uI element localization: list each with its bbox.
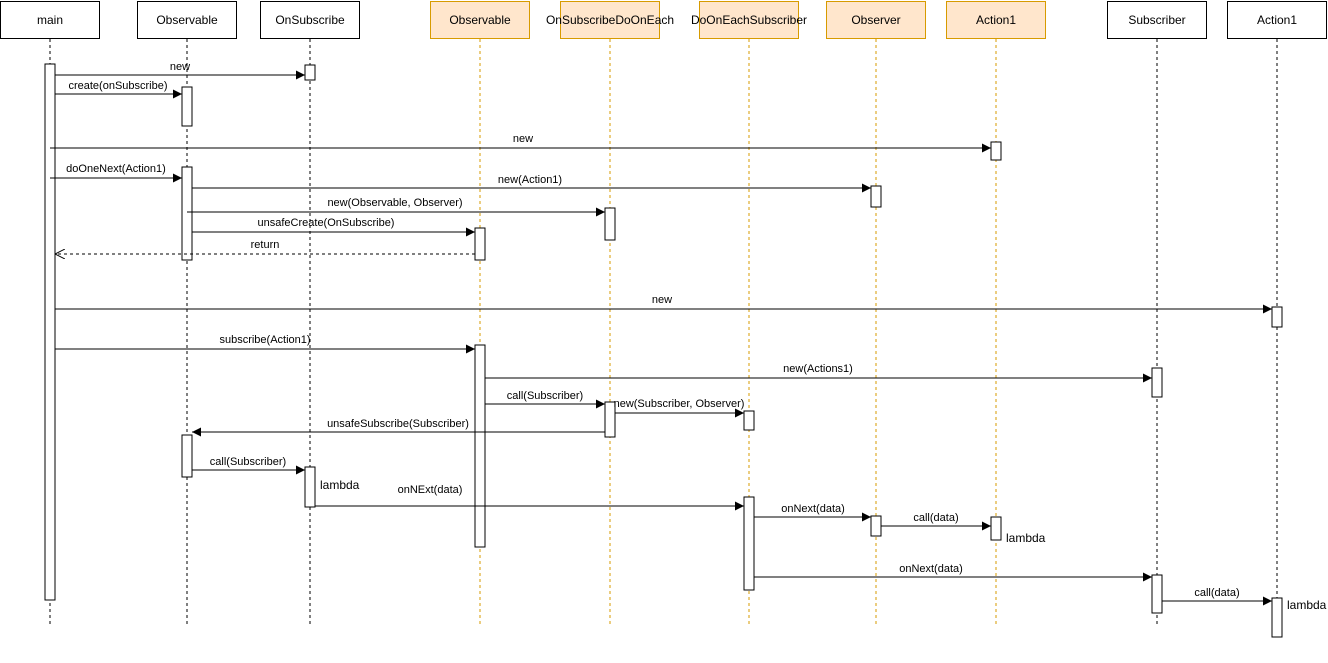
- participant-dooneachsubscriber: DoOnEachSubscriber: [691, 1, 807, 39]
- note-n1: lambda: [320, 478, 360, 492]
- activation-observable2: [474, 227, 486, 261]
- participant-label: Observer: [851, 13, 901, 27]
- activation-subscriber: [1151, 574, 1163, 614]
- activation-observable1: [181, 86, 193, 127]
- note-n3: lambda: [1287, 598, 1327, 612]
- participant-onsubscribe: OnSubscribe: [260, 1, 360, 39]
- participant-label: OnSubscribe: [275, 13, 345, 27]
- participant-label: Action1: [1256, 13, 1298, 27]
- participant-label: OnSubscribeDoOnEach: [545, 13, 675, 27]
- message-label-m14: unsafeSubscribe(Subscriber): [327, 418, 469, 430]
- message-label-m8: return: [251, 239, 280, 251]
- participant-observer: Observer: [826, 1, 926, 39]
- message-label-m15: call(Subscriber): [210, 456, 286, 468]
- message-label-m5: new(Action1): [498, 174, 562, 186]
- participant-observable1: Observable: [137, 1, 237, 39]
- participant-label: Action1: [975, 13, 1017, 27]
- activation-action1a: [990, 141, 1002, 161]
- activation-dooneachsubscriber: [743, 410, 755, 431]
- message-label-m10: subscribe(Action1): [219, 334, 310, 346]
- message-label-m13: new(Subscriber, Observer): [614, 398, 745, 410]
- activation-onsubscribedooneach: [604, 401, 616, 438]
- message-label-m20: call(data): [1194, 587, 1239, 599]
- participant-label: main: [36, 13, 63, 27]
- activation-dooneachsubscriber: [743, 496, 755, 591]
- activation-observable2: [474, 344, 486, 548]
- participant-label: DoOnEachSubscriber: [690, 13, 808, 27]
- activation-subscriber: [1151, 367, 1163, 398]
- activation-onsubscribe: [304, 466, 316, 508]
- activation-action1a: [990, 516, 1002, 541]
- participant-label: Observable: [449, 13, 511, 27]
- participant-onsubscribedooneach: OnSubscribeDoOnEach: [546, 1, 674, 39]
- note-n2: lambda: [1006, 531, 1046, 545]
- activation-observer: [870, 515, 882, 537]
- message-label-m12: call(Subscriber): [507, 390, 583, 402]
- message-label-m9: new: [652, 294, 672, 306]
- message-label-m1: new: [170, 61, 190, 73]
- activation-onsubscribe: [304, 64, 316, 81]
- activation-action1b: [1271, 597, 1283, 638]
- message-label-m3: new: [513, 133, 533, 145]
- participant-observable2: Observable: [430, 1, 530, 39]
- participant-action1a: Action1: [946, 1, 1046, 39]
- participant-label: Observable: [156, 13, 218, 27]
- message-label-m19: onNext(data): [899, 563, 963, 575]
- activation-action1b: [1271, 306, 1283, 328]
- message-label-m7: unsafeCreate(OnSubscribe): [258, 217, 395, 229]
- activation-onsubscribedooneach: [604, 207, 616, 241]
- message-label-m11: new(Actions1): [783, 363, 853, 375]
- activation-observable1: [181, 434, 193, 478]
- participant-label: Subscriber: [1128, 13, 1186, 27]
- participant-action1b: Action1: [1227, 1, 1327, 39]
- participant-subscriber: Subscriber: [1107, 1, 1207, 39]
- activation-main: [44, 63, 56, 601]
- message-label-m6: new(Observable, Observer): [327, 197, 462, 209]
- participant-main: main: [0, 1, 100, 39]
- message-label-m4: doOneNext(Action1): [66, 163, 166, 175]
- message-label-m16: onNExt(data): [398, 484, 463, 496]
- message-label-m17: onNext(data): [781, 503, 845, 515]
- activation-observer: [870, 185, 882, 208]
- activation-observable1: [181, 166, 193, 261]
- message-label-m18: call(data): [913, 512, 958, 524]
- message-label-m2: create(onSubscribe): [68, 80, 167, 92]
